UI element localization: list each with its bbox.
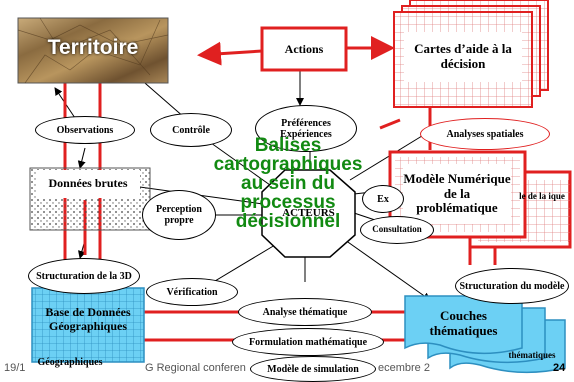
structuration-3d-node: Structuration de la 3D [28,258,140,294]
observations-node: Observations [35,116,135,144]
overlay-line: au sein du [241,173,335,194]
cartes-label: Cartes d’aide à la décision [404,32,522,82]
actions-label: Actions [284,42,324,56]
bdg-label: Base de Données Géographiques [45,305,131,333]
footer-right: ecembre 2 [378,362,430,374]
page-number: 24 [553,362,566,374]
modele-back-label: le de la ique [519,191,565,201]
simulation-node: Modèle de simulation [250,356,376,382]
ex-partial-node: Ex [362,185,404,213]
consultation-node: Consultation [360,216,434,244]
acteurs-label: ACTEURS [282,207,335,219]
analyses-spatiales-node: Analyses spatiales [420,118,550,150]
modele-label: Modèle Numérique de la problématique [403,170,511,216]
verification-node: Vérification [146,278,238,306]
overlay-line: processus [240,192,336,213]
analyse-thematique-node: Analyse thématique [238,298,372,326]
perception-node: Perception propre [142,190,216,240]
controle-node: Contrôle [150,113,232,147]
overlay-line: cartographiques [213,154,363,175]
territoire-label: Territoire [47,36,139,59]
donnees-brutes-label: Données brutes [48,176,128,190]
footer-mid: G Regional conferen [145,362,246,374]
overlay-line: Balises [254,135,322,156]
couches-label: Couches thématiques [429,308,498,338]
bdg-under-label: Géographiques [37,357,103,368]
structuration-modele-node: Structuration du modèle [455,268,569,304]
couches-back-label: thématiques [508,350,556,360]
overlay-title: Balises cartographiques au sein du proce… [188,136,388,231]
preferences-node: Préférences Expériences [255,105,357,152]
overlay-line: décisionnel [235,211,341,232]
footer-left: 19/1 [4,362,26,374]
formulation-node: Formulation mathématique [232,328,384,356]
